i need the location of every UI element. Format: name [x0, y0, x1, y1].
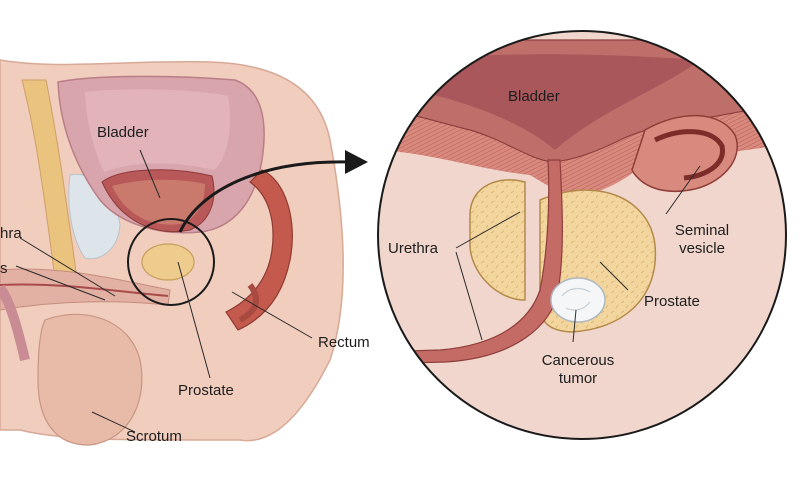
zoom-arrow	[178, 160, 351, 233]
label-bladder-left: Bladder	[97, 124, 149, 141]
label-prostate-detail: Prostate	[644, 293, 700, 310]
label-urethra-detail: Urethra	[388, 240, 439, 257]
label-scrotum: Scrotum	[126, 428, 182, 445]
scrotum-shape	[37, 313, 143, 446]
label-rectum: Rectum	[318, 334, 370, 351]
label-bladder-detail: Bladder	[508, 88, 560, 105]
rectum-shape	[225, 169, 293, 331]
label-vas-partial: s	[0, 260, 8, 277]
label-seminal-vesicle-1: Seminal	[674, 222, 730, 239]
detail-circle-border	[377, 30, 787, 440]
label-prostate-left: Prostate	[178, 382, 234, 399]
sagittal-view	[0, 59, 368, 446]
label-seminal-vesicle-2: vesicle	[679, 240, 725, 257]
detail-view	[377, 30, 787, 440]
detail-tumor	[550, 277, 606, 323]
zoom-circle	[127, 218, 215, 306]
label-tumor-2: tumor	[558, 370, 598, 387]
label-tumor-1: Cancerous	[541, 352, 615, 369]
detail-prostate-left	[469, 179, 526, 301]
label-urethra-partial: hra	[0, 225, 22, 242]
